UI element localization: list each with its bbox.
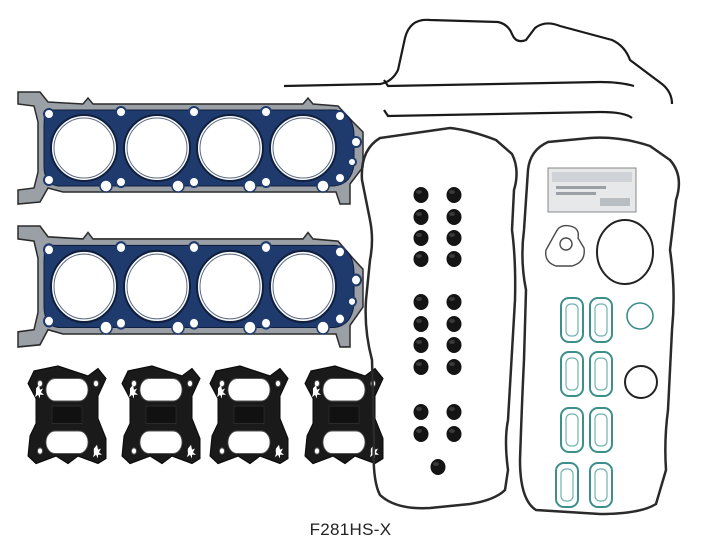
timing-cover-seal-bottom xyxy=(383,109,633,119)
intake-gasket-3 xyxy=(209,365,289,465)
head-gasket-left xyxy=(17,91,364,205)
small-oring-top xyxy=(626,302,654,330)
sealant-packet xyxy=(547,167,637,213)
part-number-caption: F281HS-X xyxy=(309,520,392,539)
valve-cover-gasket-right xyxy=(518,136,681,516)
valve-stem-seals xyxy=(413,187,462,475)
timing-cover-seal-middle xyxy=(383,79,635,88)
intake-gasket-1 xyxy=(27,365,107,465)
large-oring xyxy=(596,219,654,285)
intake-gasket-2 xyxy=(121,365,201,465)
small-oring-bottom xyxy=(624,365,658,399)
spark-plug-tube-seals xyxy=(555,297,613,508)
valve-cover-gasket-left xyxy=(360,126,518,510)
head-gasket-right xyxy=(16,224,365,349)
timing-cover-seal-top xyxy=(283,18,674,105)
oil-pump-gasket xyxy=(545,224,585,267)
